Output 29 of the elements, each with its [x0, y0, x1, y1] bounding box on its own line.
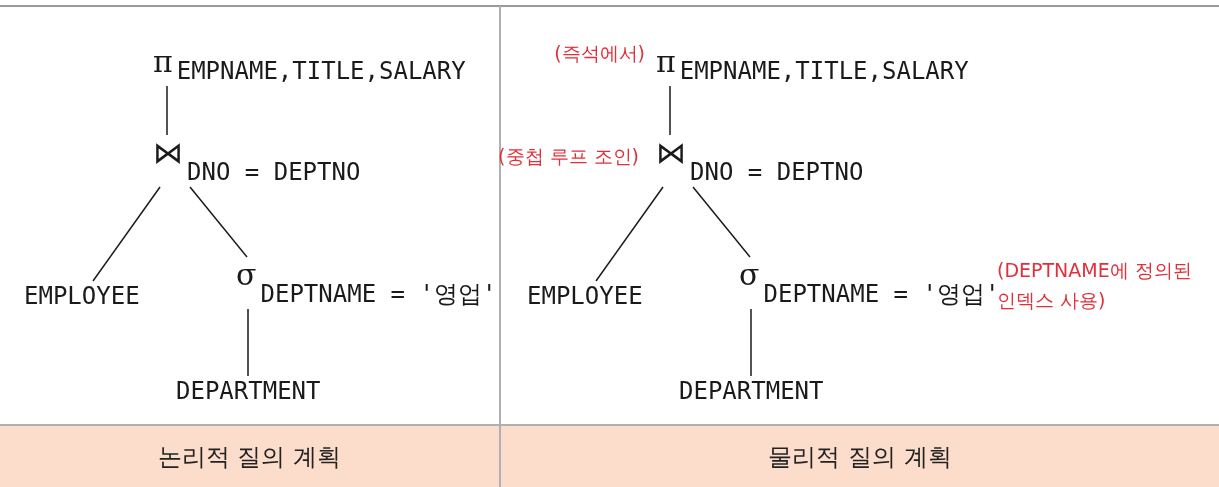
operator-condition: EMPNAME,TITLE,SALARY	[176, 59, 466, 83]
tree-line	[247, 308, 249, 377]
annotation-text: (즉석에서)	[554, 41, 645, 66]
operator-symbol: π	[656, 47, 676, 77]
relation-label: EMPLOYEE	[24, 284, 140, 308]
operator-condition: EMPNAME,TITLE,SALARY	[679, 59, 969, 83]
tree-line	[595, 186, 664, 282]
tree-line	[92, 186, 161, 282]
operator-symbol: σ	[739, 260, 760, 290]
relation-label: EMPLOYEE	[527, 284, 643, 308]
caption-cell: 물리적 질의 계획	[501, 424, 1219, 487]
operator-symbol: σ	[236, 260, 257, 290]
caption-cell: 논리적 질의 계획	[0, 424, 499, 487]
tree-line	[669, 85, 671, 136]
operator-symbol: π	[153, 47, 173, 77]
tree-line	[750, 308, 752, 377]
operator-symbol: ⋈	[153, 138, 183, 168]
relation-label: DEPARTMENT	[679, 379, 824, 403]
operator-symbol: ⋈	[656, 138, 686, 168]
annotation-text: (중첩 루프 조인)	[498, 144, 639, 169]
operator-condition: DEPTNAME = '영업'	[260, 282, 497, 306]
relation-label: DEPARTMENT	[176, 379, 321, 403]
tree-line	[189, 186, 248, 258]
operator-condition: DEPTNAME = '영업'	[763, 282, 1000, 306]
annotation-text: (DEPTNAME에 정의된 인덱스 사용)	[997, 258, 1193, 313]
tree-line	[692, 186, 751, 258]
operator-condition: DNO = DEPTNO	[690, 160, 864, 184]
tree-line	[166, 85, 168, 136]
operator-condition: DNO = DEPTNO	[187, 160, 361, 184]
